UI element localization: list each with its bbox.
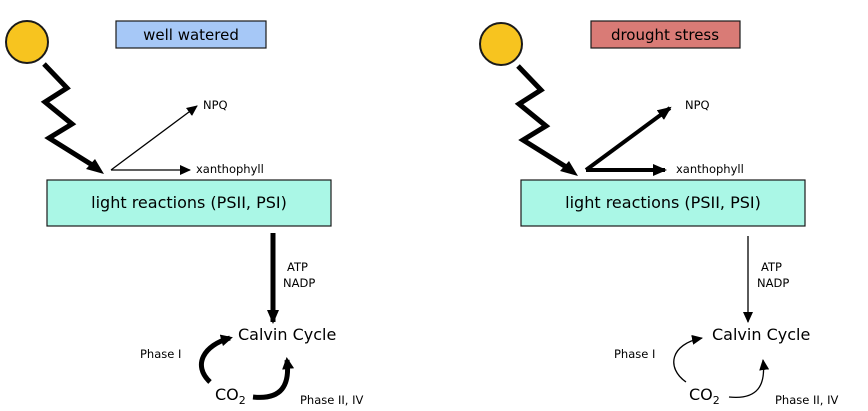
phase2-arrow: [728, 359, 770, 398]
light-reactions-label: light reactions (PSII, PSI): [91, 193, 287, 212]
phase1-arrow: [198, 334, 233, 384]
condition-label: well watered: [143, 26, 239, 44]
npq-arrow: [110, 105, 198, 171]
light-reactions-box: [520, 179, 806, 227]
condition-badge-bg: [590, 20, 741, 49]
light-zigzag: [40, 62, 99, 171]
phase1-arrow: [673, 334, 703, 383]
npq-label: NPQ: [685, 98, 710, 112]
calvin-cycle-label: Calvin Cycle: [712, 325, 810, 344]
phase1-label: Phase I: [614, 347, 655, 361]
co2-label: CO2: [215, 385, 246, 407]
npq-label: NPQ: [203, 98, 228, 112]
light-zigzag-head: [560, 161, 578, 176]
condition-label: drought stress: [611, 26, 719, 44]
phase2-label: Phase II, IV: [775, 393, 838, 407]
nadp-label: NADP: [283, 276, 315, 290]
xanthophyll-label: xanthophyll: [676, 162, 744, 176]
light-zigzag: [514, 64, 573, 173]
phase2-label: Phase II, IV: [300, 393, 363, 407]
light-reactions-label: light reactions (PSII, PSI): [565, 193, 761, 212]
phase1-label: Phase I: [140, 347, 181, 361]
sun-icon: [5, 20, 49, 64]
phase2-arrow: [252, 357, 295, 400]
npq-arrow: [584, 106, 672, 172]
co2-label: CO2: [689, 385, 720, 407]
atp-label: ATP: [287, 260, 308, 274]
light-zigzag-head: [86, 159, 104, 174]
panel-drought-stress: drought stress NPQ xanthophyll light rea…: [479, 20, 838, 407]
condition-badge-bg: [115, 20, 267, 49]
panel-well-watered: well watered NPQ xanthophyll light react…: [5, 20, 363, 407]
atp-label: ATP: [761, 260, 782, 274]
xanthophyll-label: xanthophyll: [196, 162, 264, 176]
light-reactions-box: [46, 179, 332, 227]
calvin-cycle-label: Calvin Cycle: [238, 325, 336, 344]
sun-icon: [479, 22, 523, 66]
nadp-label: NADP: [757, 276, 789, 290]
